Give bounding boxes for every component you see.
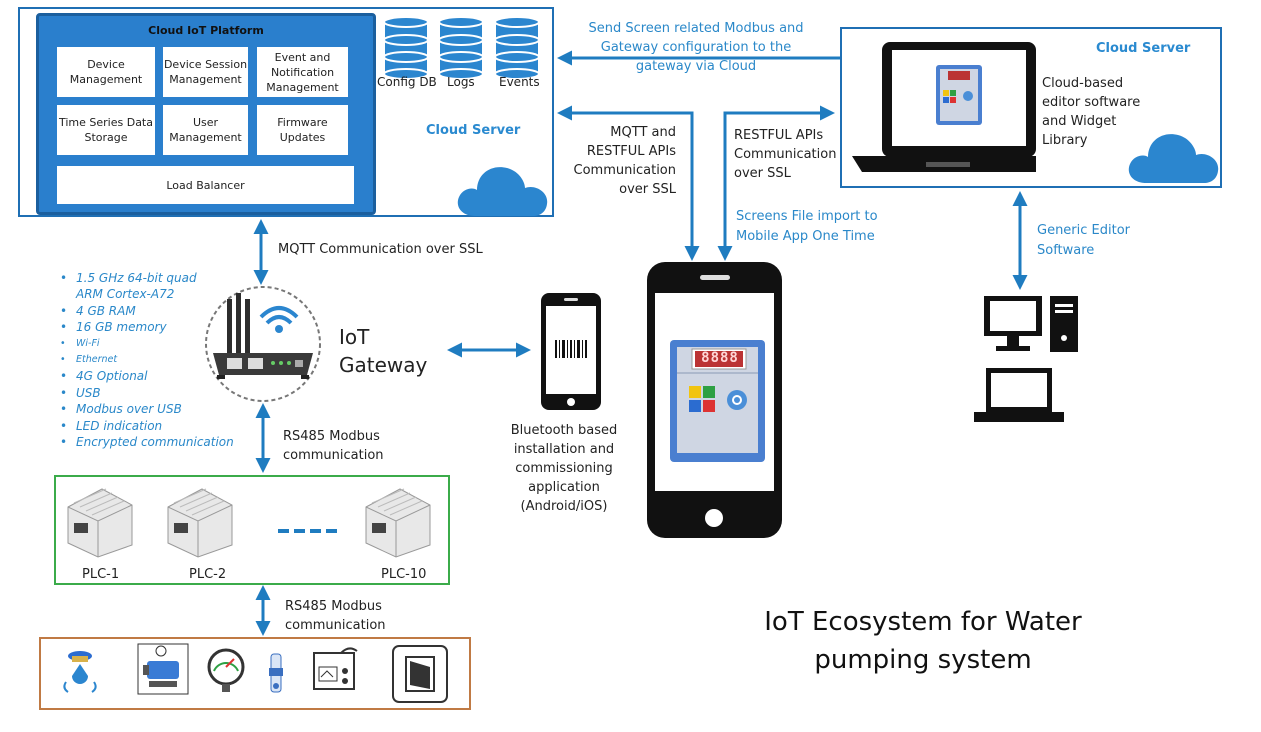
cloud-icon <box>457 167 548 216</box>
spec-item: LED indication <box>60 418 234 435</box>
bluetooth-app-label: Bluetooth based installation and commiss… <box>510 423 618 514</box>
cloud-server-right-label: Cloud Server <box>1096 41 1191 56</box>
mqtt-restful-arrow <box>557 105 700 261</box>
event-notification-cell: Event and Notification Management <box>257 47 348 97</box>
device-display: 8888 <box>701 350 739 366</box>
gateway-label: IoT Gateway <box>339 325 428 377</box>
device-management-cell: Device Management <box>57 47 155 97</box>
database-icon <box>494 16 540 78</box>
plc-group <box>54 475 450 585</box>
send-config-label: Send Screen related Modbus and Gateway c… <box>588 21 804 74</box>
plc-icon <box>365 488 431 558</box>
page-title: IoT Ecosystem for Water pumping system <box>764 607 1082 675</box>
spec-item: 4G Optional <box>60 368 234 385</box>
screens-import-label: Screens File import to Mobile App One Ti… <box>736 209 878 244</box>
laptop-icon <box>852 42 1036 172</box>
time-series-cell: Time Series Data Storage <box>57 105 155 155</box>
gateway-spec-list: 1.5 GHz 64-bit quad ARM Cortex-A72 4 GB … <box>60 270 234 451</box>
firmware-updates-cell: Firmware Updates <box>257 105 348 155</box>
cloud-icon <box>1128 134 1219 183</box>
database-icon <box>383 16 429 78</box>
plc-icon <box>167 488 233 558</box>
mqtt-ssl-label: MQTT Communication over SSL <box>278 242 483 257</box>
platform-title: Cloud IoT Platform <box>148 24 264 37</box>
editor-description: Cloud-based editor software and Widget L… <box>1042 76 1141 148</box>
mobile-phone-icon <box>647 262 782 538</box>
database-icon <box>438 16 484 78</box>
load-balancer-cell: Load Balancer <box>57 166 354 204</box>
rs485-label-1: RS485 Modbus communication <box>283 429 384 463</box>
cloud-server-left-label: Cloud Server <box>426 123 521 138</box>
level-sensor-icon <box>63 651 97 693</box>
spec-item: 1.5 GHz 64-bit quad ARM Cortex-A72 <box>60 270 216 303</box>
plc-icon <box>67 488 133 558</box>
generic-editor-label: Generic Editor Software <box>1037 223 1131 258</box>
spec-item: Ethernet <box>60 352 234 369</box>
mqtt-restful-label: MQTT and RESTFUL APIs Communication over… <box>573 125 676 197</box>
spec-item: Encrypted communication <box>60 434 234 451</box>
db-label-events: Events <box>499 75 540 89</box>
restful-arrow <box>717 105 835 261</box>
db-label-logs: Logs <box>447 75 475 89</box>
spec-item: 4 GB RAM <box>60 303 234 320</box>
flow-sensor-icon <box>269 653 283 693</box>
switch-icon <box>392 645 448 703</box>
small-phone-icon <box>541 293 601 410</box>
spec-item: Modbus over USB <box>60 401 234 418</box>
plc-label: PLC-1 <box>82 567 120 582</box>
spec-item: USB <box>60 385 234 402</box>
cloud-iot-platform: Cloud IoT Platform Device Management Dev… <box>36 13 376 215</box>
field-devices-group <box>39 637 471 710</box>
pump-motor-icon <box>137 643 189 695</box>
pressure-gauge-icon <box>207 648 245 692</box>
user-management-cell: User Management <box>163 105 248 155</box>
plc-label: PLC-10 <box>381 567 427 582</box>
spec-item: Wi-Fi <box>60 336 234 353</box>
spec-item: 16 GB memory <box>60 319 234 336</box>
rs485-label-2: RS485 Modbus communication <box>285 599 386 633</box>
router-icon <box>205 286 321 402</box>
db-label-config: Config DB <box>377 75 437 89</box>
plc-label: PLC-2 <box>189 567 227 582</box>
restful-label: RESTFUL APIs Communication over SSL <box>734 128 837 181</box>
computers-icon <box>974 296 1078 422</box>
control-panel-icon <box>313 647 358 690</box>
device-session-cell: Device Session Management <box>163 47 248 97</box>
